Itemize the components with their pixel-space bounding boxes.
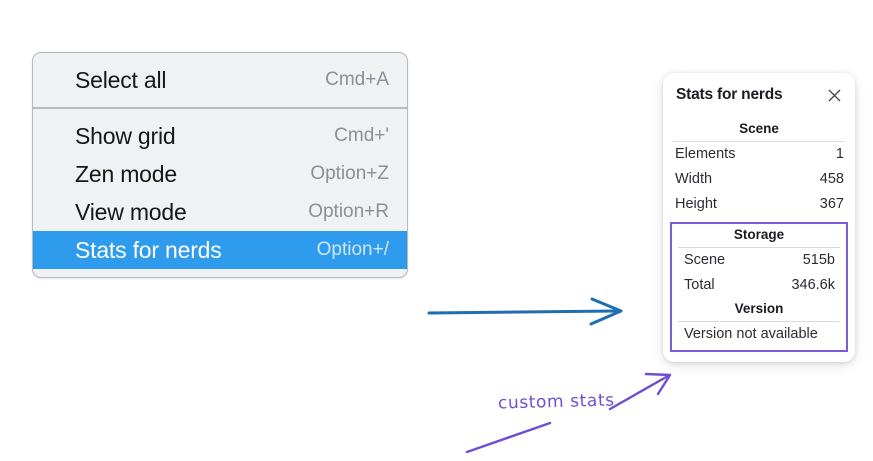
stats-for-nerds-panel: Stats for nerds Scene Elements 1 Width 4… [663, 73, 855, 362]
table-row: Width 458 [663, 167, 855, 192]
section-heading-storage: Storage [733, 227, 785, 242]
menu-item-stats-for-nerds[interactable]: Stats for nerds Option+/ [33, 231, 407, 269]
stat-value: 367 [819, 196, 844, 212]
stat-key: Elements [675, 146, 736, 162]
panel-header: Stats for nerds [663, 86, 855, 104]
section-heading-version: Version [734, 301, 784, 316]
table-row: Height 367 [663, 192, 855, 217]
menu-item-zen-mode[interactable]: Zen mode Option+Z [33, 155, 407, 193]
page-title: Stats for nerds [676, 86, 783, 103]
menu-group-2: Show grid Cmd+' Zen mode Option+Z View m… [33, 107, 407, 277]
stat-value: 1 [835, 146, 844, 162]
divider [678, 321, 840, 322]
stat-value: 346.6k [791, 277, 835, 293]
divider [673, 141, 845, 142]
custom-stats-annotation-label: custom stats [497, 390, 615, 414]
purple-arrow-annotation [608, 372, 672, 411]
menu-group-1: Select all Cmd+A [33, 53, 407, 107]
table-row: Scene 515b [672, 248, 846, 273]
purple-underline-annotation [465, 421, 552, 454]
menu-item-shortcut: Option+R [308, 201, 389, 222]
section-scene: Scene Elements 1 Width 458 Height 367 [663, 118, 855, 217]
custom-stats-highlight-box: Storage Scene 515b Total 346.6k Version … [670, 222, 848, 352]
stat-key: Total [684, 277, 715, 293]
table-row: Elements 1 [663, 142, 855, 167]
stat-value: 515b [802, 252, 835, 268]
section-version: Version Version not available [672, 298, 846, 347]
menu-item-shortcut: Cmd+A [325, 69, 389, 90]
menu-item-label: Stats for nerds [75, 236, 222, 263]
menu-item-show-grid[interactable]: Show grid Cmd+' [33, 117, 407, 155]
stat-key: Height [675, 196, 717, 212]
divider [678, 247, 840, 248]
stat-value: 458 [819, 171, 844, 187]
menu-item-label: Show grid [75, 122, 176, 149]
menu-item-shortcut: Option+Z [310, 163, 389, 184]
table-row: Total 346.6k [672, 273, 846, 298]
menu-item-select-all[interactable]: Select all Cmd+A [33, 61, 407, 99]
section-storage: Storage Scene 515b Total 346.6k [672, 224, 846, 298]
stat-key: Width [675, 171, 713, 187]
menu-item-shortcut: Cmd+' [334, 125, 389, 146]
menu-item-label: Select all [75, 66, 167, 93]
section-heading-scene: Scene [739, 121, 779, 136]
stat-key: Scene [684, 252, 726, 268]
context-menu[interactable]: Select all Cmd+A Show grid Cmd+' Zen mod… [32, 52, 408, 278]
menu-item-view-mode[interactable]: View mode Option+R [33, 193, 407, 231]
menu-item-label: Zen mode [75, 160, 177, 187]
menu-item-shortcut: Option+/ [316, 239, 389, 260]
menu-item-label: View mode [75, 198, 187, 225]
close-icon[interactable] [826, 87, 843, 104]
table-row: Version not available [672, 322, 846, 347]
version-text: Version not available [684, 326, 818, 342]
blue-arrow-annotation [427, 297, 623, 326]
